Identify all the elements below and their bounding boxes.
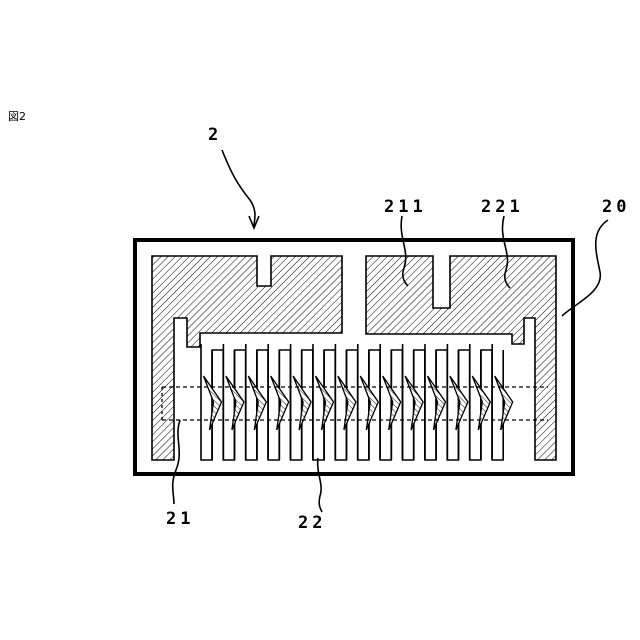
ref-20: 20 xyxy=(602,197,630,217)
ref-2: 2 xyxy=(208,125,222,145)
ref-211: 211 xyxy=(384,197,427,217)
leader-line-2 xyxy=(222,150,255,226)
ref-22: 22 xyxy=(298,513,326,533)
ref-21: 21 xyxy=(166,509,194,529)
figure-label: 図2 xyxy=(8,110,26,123)
ref-221: 221 xyxy=(481,197,524,217)
